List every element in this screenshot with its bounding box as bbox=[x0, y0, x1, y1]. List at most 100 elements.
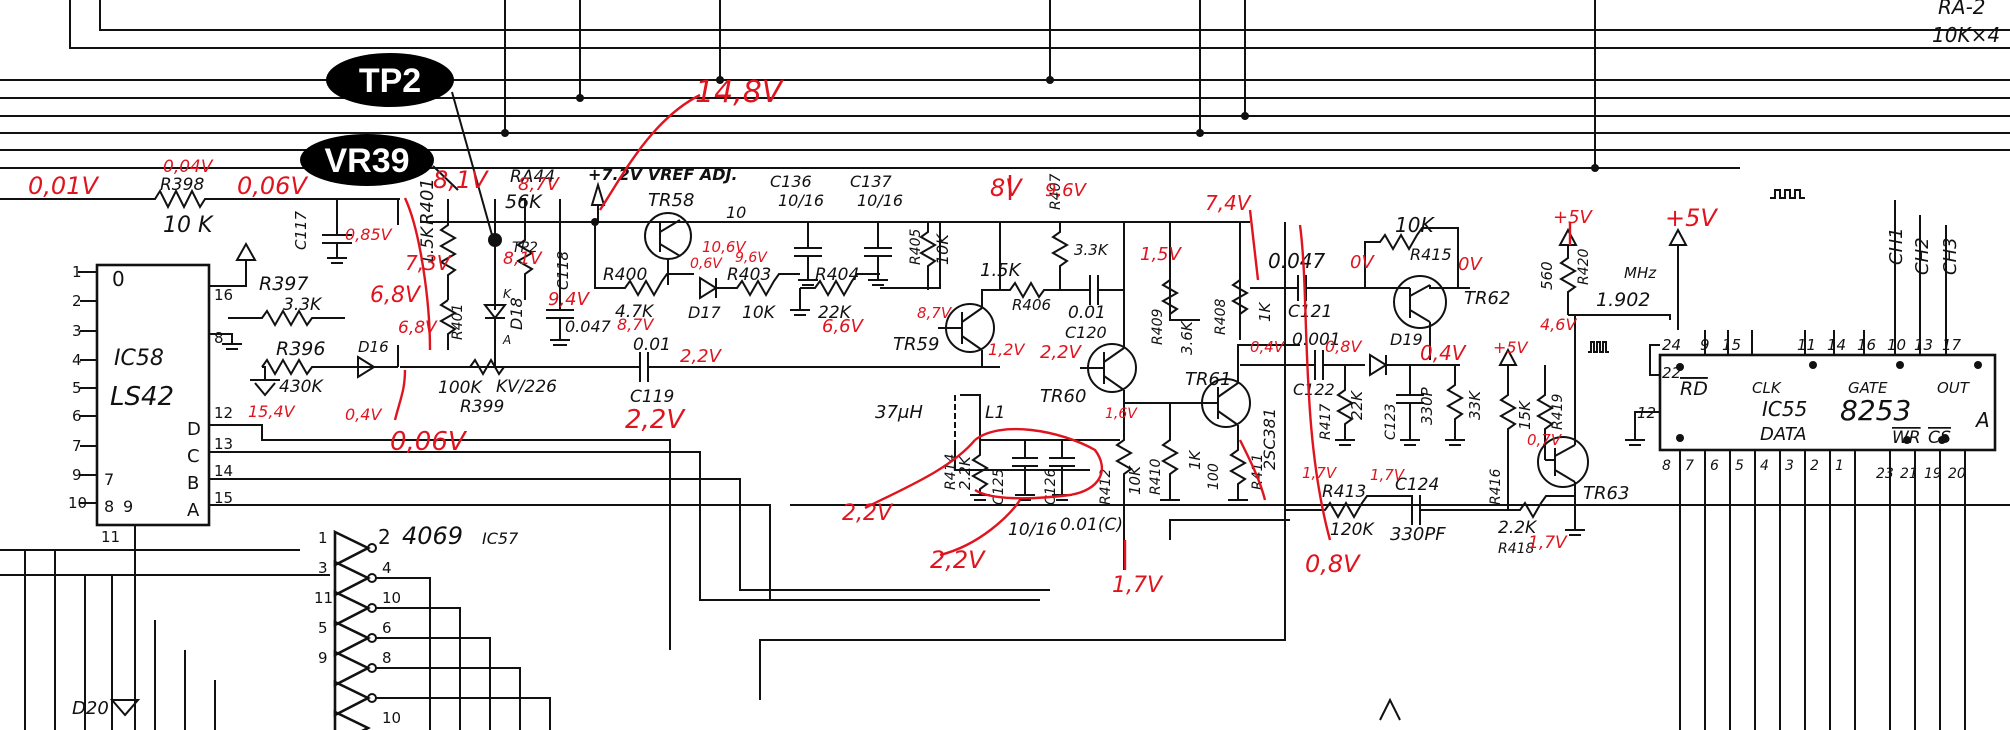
ic55-pin-1: 1 bbox=[1835, 458, 1844, 474]
r406-value: 1.5K bbox=[980, 260, 1022, 281]
ic58-notch: 0 bbox=[112, 267, 125, 291]
d18-label: D18 bbox=[507, 297, 526, 330]
annotation-8-7v-b: 8,7V bbox=[617, 315, 654, 334]
annotation-6-6v: 6,6V bbox=[822, 316, 865, 337]
annotation-6-8v-b: 6,8V bbox=[398, 318, 438, 338]
c118-label: C118 bbox=[554, 251, 572, 290]
top-right-label-1: RA-2 bbox=[1938, 0, 1986, 19]
annotation-2-2v-c: 2,2V bbox=[1040, 342, 1083, 363]
ic58-pin-15: 15 bbox=[214, 489, 233, 507]
annotation-7-4v: 7,4V bbox=[1205, 191, 1252, 215]
d16-diode: D16 bbox=[345, 338, 398, 379]
r396-label: R396 bbox=[276, 338, 325, 360]
annotation-9-4v: 9,4V bbox=[548, 289, 591, 310]
c137-value: 10/16 bbox=[857, 191, 903, 210]
c119: 0.01 C119 bbox=[400, 335, 1000, 407]
r398: R398 10 K bbox=[0, 175, 400, 238]
c117-label: C117 bbox=[292, 210, 310, 250]
ic57-pin-3: 3 bbox=[318, 559, 328, 577]
c124-label: C124 bbox=[1395, 475, 1439, 495]
ic58-pin-7: 7 bbox=[72, 437, 82, 455]
annotation-8v: 8V bbox=[990, 174, 1023, 202]
annotation-1-6v: 1,6V bbox=[1105, 406, 1138, 422]
tr62-stage: 0.047 C121 10K R415 TR62 bbox=[1250, 213, 1510, 360]
annotation-0-06v-a: 0,06V bbox=[237, 172, 308, 200]
r408-value: 1K bbox=[1256, 301, 1274, 322]
annotation-0-85v: 0,85V bbox=[345, 225, 393, 244]
annotation-1-2v: 1,2V bbox=[988, 340, 1025, 359]
r418-label: R418 bbox=[1498, 541, 1535, 557]
tr58-10v: 10 bbox=[726, 203, 746, 222]
ic55-pin-16: 16 bbox=[1857, 336, 1876, 354]
ic55-pin-24: 24 bbox=[1662, 336, 1681, 354]
r414-label: R414 bbox=[943, 454, 959, 490]
ic58-pin-9: 9 bbox=[72, 466, 82, 484]
c123-value: 330P bbox=[1418, 386, 1436, 425]
ic55-block: RD CLK GATE OUT IC55 8253 DATA WR CS A 2… bbox=[1625, 200, 1997, 730]
d18-a: A bbox=[502, 333, 511, 347]
kv-label: KV/226 bbox=[496, 377, 557, 397]
tr60-label: TR60 bbox=[1040, 386, 1086, 407]
ic58-pin-9-in: 9 bbox=[123, 497, 133, 516]
annotation-9-6v: 9,6V bbox=[735, 250, 768, 266]
l1-inductor: 37μH L1 bbox=[875, 394, 1090, 471]
r401-label: R401 bbox=[450, 304, 466, 340]
c126-value: 0.01(C) bbox=[1060, 515, 1123, 535]
r415-value: 10K bbox=[1395, 213, 1435, 237]
tp2-badge[interactable]: TP2 bbox=[326, 53, 454, 107]
r416-label: R416 bbox=[1488, 468, 1504, 505]
ic55-rd: RD bbox=[1680, 378, 1708, 400]
ic55-data: DATA bbox=[1760, 424, 1807, 445]
ic55-clk: CLK bbox=[1752, 379, 1782, 397]
ic58-block: 0 IC58 LS42 D C B A 7 8 9 1 2 3 4 5 6 7 … bbox=[68, 241, 1050, 730]
r406-r407-c120: 1.5K R406 3.3K R407 0.01 C120 bbox=[980, 173, 1125, 342]
annotation-0-8v-b: 0,8V bbox=[1305, 550, 1361, 578]
annotation-2-2v-e: 2,2V bbox=[930, 546, 986, 574]
r403-value: 10K bbox=[742, 303, 777, 323]
ic58-pin-b: B bbox=[187, 473, 199, 494]
r417-label: R417 bbox=[1318, 403, 1334, 440]
r406-label: R406 bbox=[1012, 296, 1051, 314]
ic57-pin-9: 9 bbox=[318, 649, 328, 667]
lower-wire-2 bbox=[759, 545, 1286, 700]
ic55-pin-21: 21 bbox=[1900, 466, 1918, 482]
r397-r396: R397 3.3K R396 430K bbox=[228, 273, 358, 397]
r420-mhz: 560 R420 MHz 1.902 bbox=[1538, 189, 1805, 353]
annotation-8-1v-b: 8,1V bbox=[503, 249, 543, 269]
annotation-7-3v: 7,3V bbox=[405, 251, 452, 275]
annotation-9-6v-b: 9,6V bbox=[1045, 180, 1088, 201]
clock-wave-icon bbox=[1588, 341, 1609, 353]
annotation-0v: 0V bbox=[1350, 252, 1375, 273]
ic55-pin-2: 2 bbox=[1810, 458, 1819, 474]
r415-label: R415 bbox=[1410, 245, 1452, 264]
ic57-pin-2: 2 bbox=[378, 525, 391, 549]
annotation-2-2v-b: 2,2V bbox=[680, 346, 723, 367]
ic55-out: OUT bbox=[1937, 379, 1971, 397]
ic58-pin-13: 13 bbox=[214, 435, 233, 453]
c125-label: C125 bbox=[991, 468, 1007, 505]
annotation-0-6v: 0,6V bbox=[690, 256, 723, 272]
r412-value: 10K bbox=[1126, 465, 1144, 495]
ic55-pin-14: 14 bbox=[1827, 336, 1846, 354]
c122-value: 0.001 bbox=[1292, 330, 1341, 350]
r403-label: R403 bbox=[727, 265, 771, 285]
vr39-badge[interactable]: VR39 bbox=[300, 134, 434, 186]
ic57-pin-8: 8 bbox=[382, 649, 392, 667]
ic55-pin-11: 11 bbox=[1797, 336, 1816, 354]
annotation-2-2v: 2,2V bbox=[625, 405, 686, 435]
vr39-badge-label: VR39 bbox=[324, 142, 409, 180]
ic57-pin-1: 1 bbox=[318, 529, 328, 547]
l1-value: 37μH bbox=[875, 402, 923, 423]
c118-value: 0.047 bbox=[565, 317, 612, 336]
r414-value: 2.2K bbox=[956, 455, 974, 490]
ic57-pin-10: 10 bbox=[382, 589, 401, 607]
ic58-pin-1: 1 bbox=[72, 263, 82, 281]
ic55-pin-10: 10 bbox=[1887, 336, 1906, 354]
ic57-pin-4: 4 bbox=[382, 559, 392, 577]
annotation-0-4v: 0,4V bbox=[345, 405, 382, 424]
r413-c124: R413 120K C124 330PF bbox=[1285, 475, 1470, 545]
r410-value: 1K bbox=[1186, 449, 1204, 470]
ic58-pin-7-in: 7 bbox=[104, 470, 114, 489]
r413-value: 120K bbox=[1330, 520, 1375, 540]
r419-value: 15K bbox=[1516, 400, 1534, 430]
